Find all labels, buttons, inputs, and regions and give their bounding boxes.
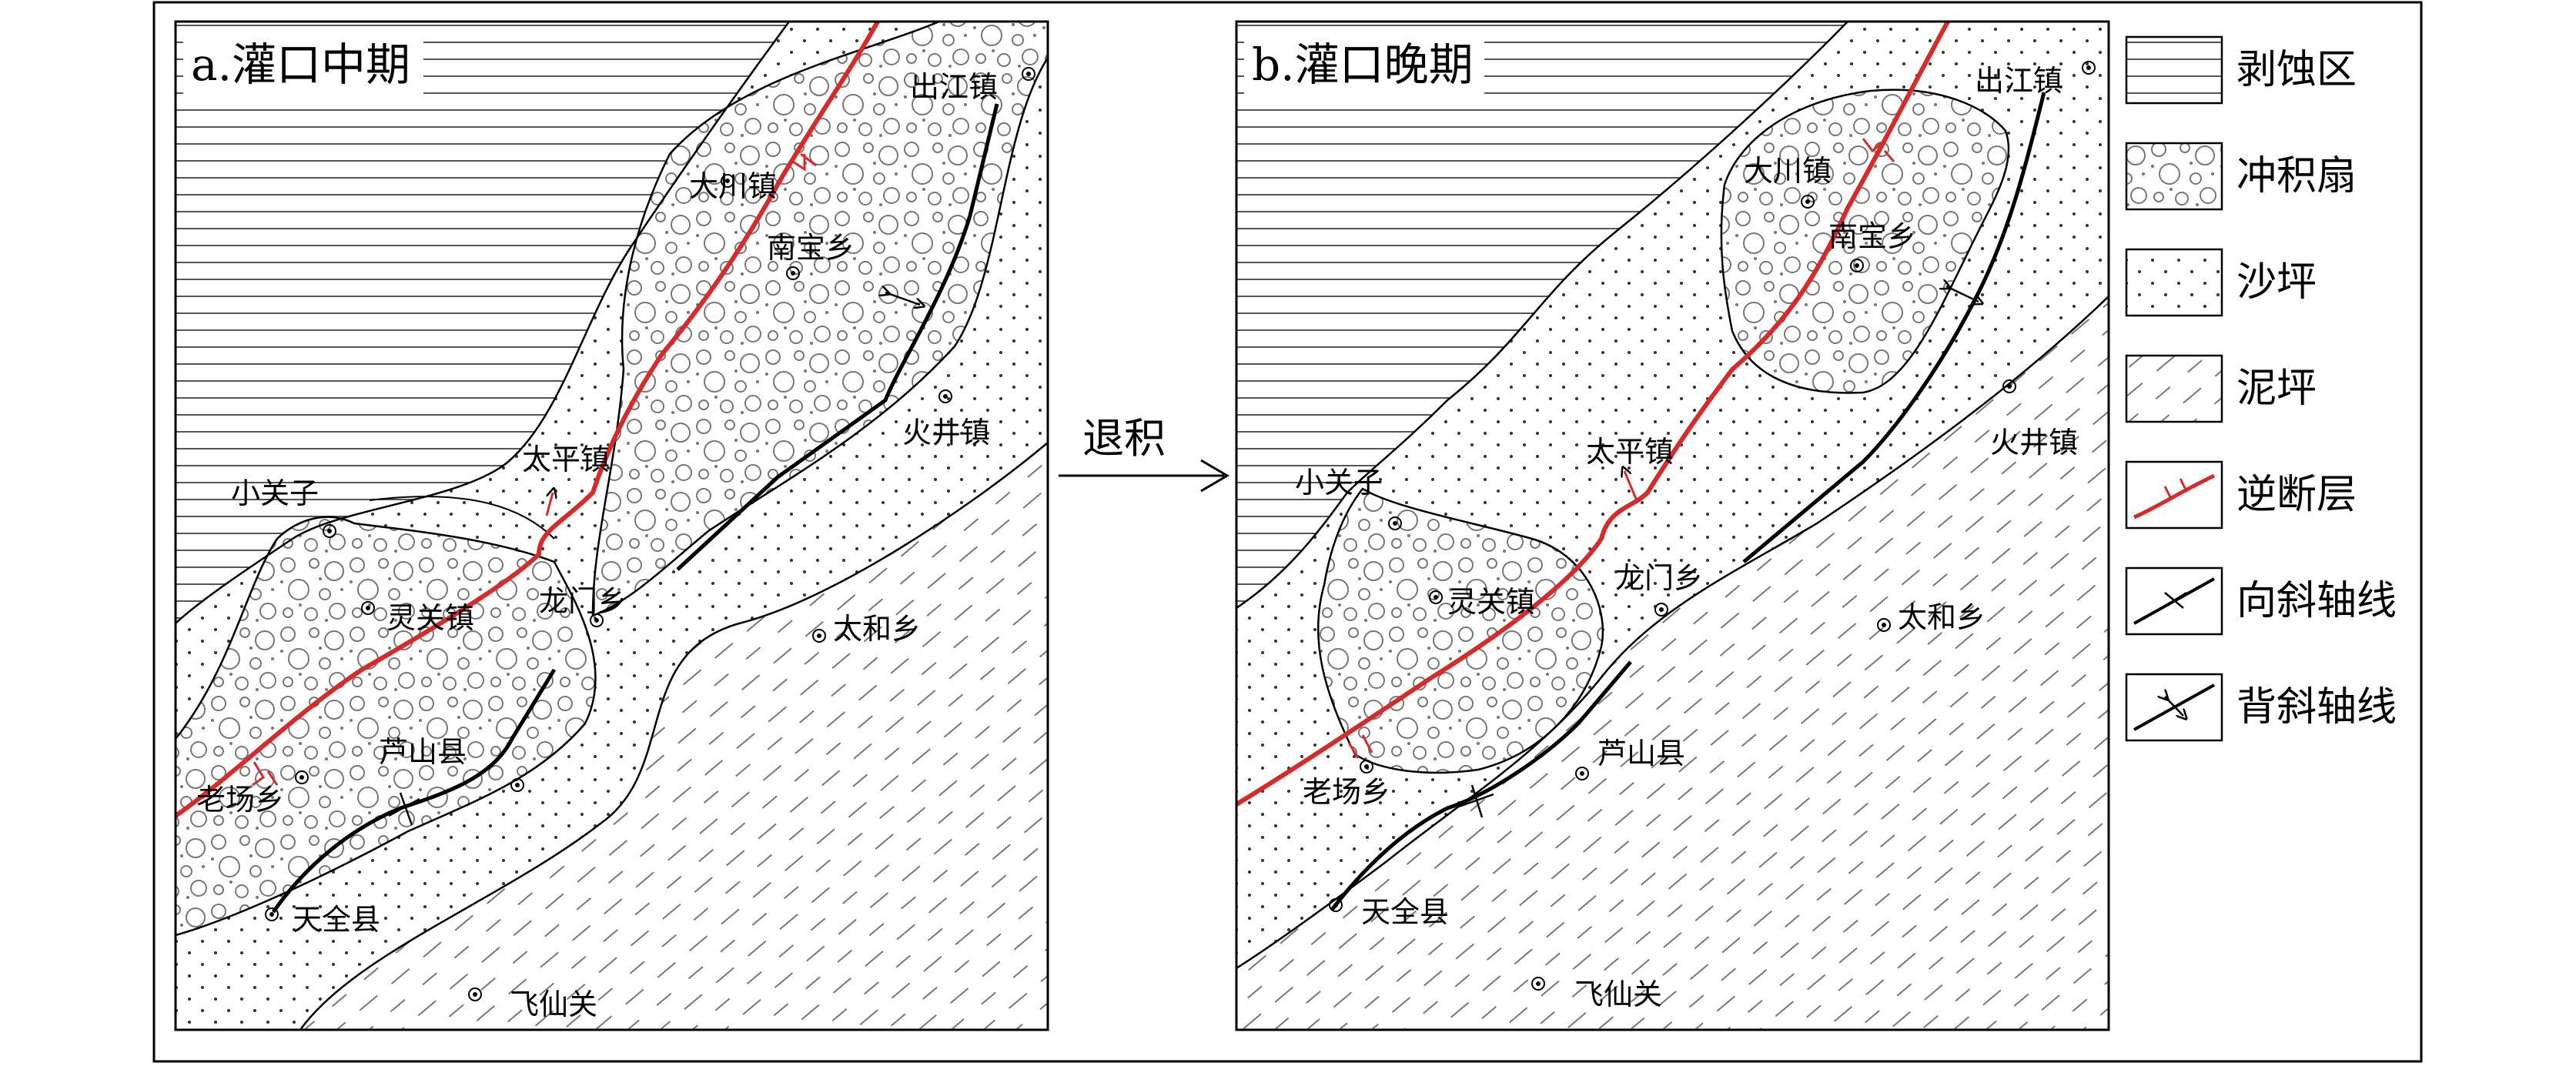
- label-longmen-b: 龙门乡: [1615, 561, 1703, 595]
- town-markers-b: [1329, 61, 2096, 991]
- label-dachuan-a: 大川镇: [689, 169, 777, 203]
- label-chujiang-a: 出江镇: [910, 70, 998, 104]
- syncline-axis-a: [676, 103, 999, 571]
- label-xiaoguanzi-a: 小关子: [231, 476, 319, 510]
- label-laochang-a: 老场乡: [196, 783, 284, 817]
- panel-b-frame: [1235, 20, 2110, 1031]
- label-chujiang-b: 出江镇: [1975, 64, 2062, 98]
- label-feixian-a: 飞仙关: [510, 987, 597, 1021]
- label-taiping-b: 太平镇: [1586, 435, 1674, 469]
- label-nanbao-a: 南宝乡: [767, 231, 855, 265]
- panel-a: [176, 22, 1048, 1030]
- legend-swatch-mud: [2125, 354, 2223, 423]
- label-tianquan-b: 天全县: [1361, 895, 1449, 929]
- label-nanbao-b: 南宝乡: [1828, 219, 1916, 253]
- fault-line-b: [1236, 22, 1950, 807]
- legend-label-sand: 沙坪: [2236, 259, 2317, 306]
- label-lingguan-a: 灵关镇: [386, 601, 474, 635]
- legend-swatch-fan: [2125, 142, 2223, 211]
- anticline-axis-b: [1330, 660, 1632, 911]
- retreat-arrow: 退积: [1059, 414, 1229, 493]
- legend-label-fault: 逆断层: [2236, 472, 2357, 518]
- label-taiping-a: 太平镇: [522, 443, 610, 476]
- outer-frame: [152, 1, 2423, 1063]
- legend-label-syncline: 向斜轴线: [2236, 578, 2397, 624]
- panel-a-title: a.灌口中期: [191, 38, 410, 91]
- retreat-label: 退积: [1082, 414, 1166, 463]
- legend: 剥蚀区 冲积扇 沙坪 泥坪 逆断层 向斜轴线 背斜轴线: [2125, 35, 2397, 742]
- town-markers-a: [265, 67, 1035, 1001]
- label-laochang-b: 老场乡: [1303, 775, 1390, 809]
- label-longmen-a: 龙门乡: [539, 584, 627, 618]
- legend-label-anticline: 背斜轴线: [2236, 684, 2397, 730]
- town-labels-b: 出江镇 大川镇 南宝乡 火井镇 太平镇 小关子 灵关镇 龙门乡 太和乡 芦山县 …: [1295, 64, 2078, 1011]
- legend-label-fan: 冲积扇: [2236, 153, 2357, 199]
- label-taihe-b: 太和乡: [1898, 600, 1986, 634]
- label-taihe-a: 太和乡: [833, 612, 921, 646]
- label-lushan-a: 芦山县: [379, 735, 467, 769]
- label-lushan-b: 芦山县: [1597, 737, 1685, 770]
- panel-b-title: b.灌口晚期: [1252, 38, 1474, 91]
- label-tianquan-a: 天全县: [293, 903, 380, 937]
- label-xiaoguanzi-b: 小关子: [1295, 466, 1383, 500]
- panel-a-frame: [174, 20, 1049, 1031]
- label-huojing-b: 火井镇: [1990, 426, 2078, 459]
- label-huojing-a: 火井镇: [902, 416, 990, 449]
- panel-b: [1236, 22, 2109, 1030]
- legend-label-mud: 泥坪: [2236, 366, 2317, 412]
- legend-swatch-sand: [2125, 248, 2223, 317]
- legend-swatch-erosion: [2125, 35, 2223, 105]
- fault-line-a: [176, 22, 880, 818]
- town-labels-a: 出江镇 大川镇 南宝乡 火井镇 太平镇 小关子 灵关镇 龙门乡 太和乡 芦山县 …: [196, 70, 998, 1021]
- label-lingguan-b: 灵关镇: [1447, 585, 1535, 619]
- legend-label-erosion: 剥蚀区: [2236, 47, 2357, 93]
- label-feixian-b: 飞仙关: [1574, 977, 1662, 1011]
- label-dachuan-b: 大川镇: [1744, 154, 1832, 188]
- anticline-axis-a: [271, 668, 557, 914]
